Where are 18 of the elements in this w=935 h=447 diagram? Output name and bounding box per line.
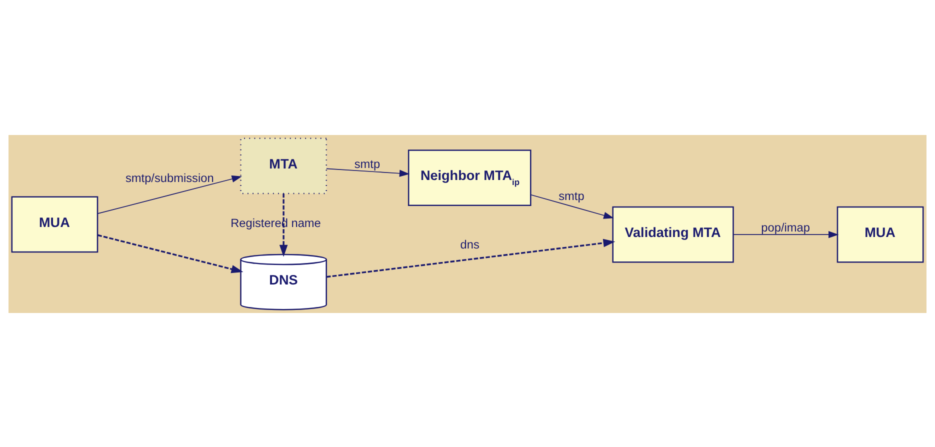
arrow — [326, 238, 616, 278]
node-box: Neighbor MTA$_{ip}$ — [408, 149, 532, 206]
edge-label: Registered name — [230, 216, 321, 230]
edge-label: smtp — [558, 188, 584, 203]
arrow — [326, 168, 410, 176]
edge-label: smtp — [354, 156, 380, 170]
node-box: MTA — [240, 137, 327, 194]
arrow — [97, 175, 242, 214]
edge-label: dns — [460, 236, 480, 251]
node-box: MUA — [11, 196, 98, 252]
node-box: MUA — [836, 206, 924, 262]
arrow — [530, 194, 614, 218]
edge-label: smtp/submission — [125, 170, 214, 185]
edge-label: pop/imap — [761, 220, 810, 234]
node-box: Validating MTA — [612, 206, 734, 262]
arrow — [279, 193, 288, 256]
arrow — [732, 230, 839, 238]
arrow — [98, 234, 244, 273]
